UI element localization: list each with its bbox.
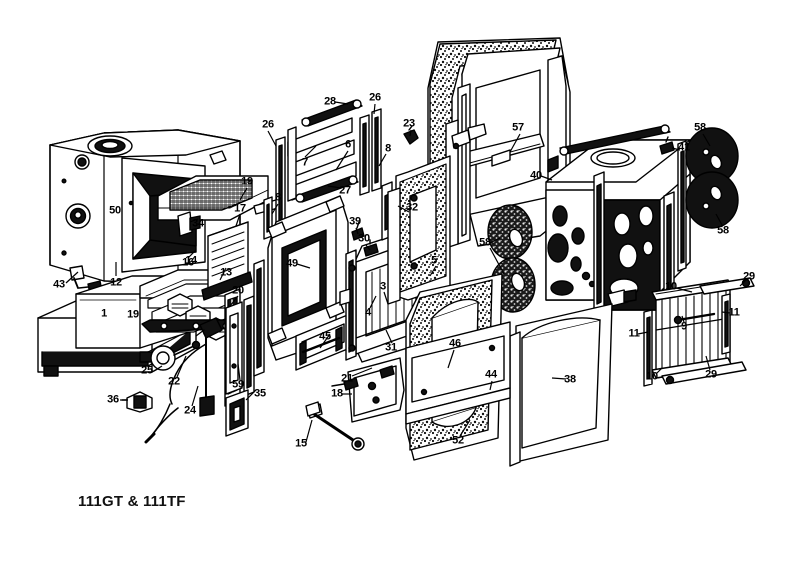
callout-30: 30: [358, 232, 370, 245]
callout-16: 16: [182, 256, 194, 269]
callout-17: 17: [234, 202, 246, 215]
callout-12: 12: [110, 276, 122, 289]
callout-24: 24: [184, 404, 196, 417]
callout-26: 26: [369, 91, 381, 104]
callout-40: 40: [530, 169, 542, 182]
part-thermostat: [150, 340, 201, 371]
callout-4: 4: [365, 306, 371, 319]
callout-10: 10: [646, 370, 658, 383]
callout-39: 39: [349, 215, 361, 228]
callout-58: 58: [694, 121, 706, 134]
callout-1: 1: [101, 307, 107, 320]
part-burner-box-59: [225, 295, 255, 397]
callout-21: 21: [341, 372, 353, 385]
part-module-35: [225, 389, 249, 437]
callout-14: 14: [185, 254, 197, 267]
callout-36: 36: [107, 393, 119, 406]
callout-29: 29: [705, 368, 717, 381]
callout-leaders: [65, 101, 747, 443]
callout-28: 28: [324, 95, 336, 108]
part-inner-cabinet-40: [545, 124, 691, 315]
callout-19: 19: [241, 175, 253, 188]
callout-38: 38: [564, 373, 576, 386]
callout-57: 57: [512, 121, 524, 134]
callout-3: 3: [380, 280, 386, 293]
callout-11: 11: [728, 306, 740, 319]
callout-34: 34: [192, 217, 204, 230]
callout-5: 5: [431, 254, 437, 267]
callout-59: 59: [232, 378, 244, 391]
callout-27: 27: [339, 184, 351, 197]
part-probe: [144, 407, 179, 444]
callout-9: 9: [681, 320, 687, 333]
callout-32: 32: [406, 201, 418, 214]
callout-6: 6: [345, 138, 351, 151]
callout-8: 8: [385, 142, 391, 155]
part-bracket-21-18: [331, 357, 405, 423]
callout-45: 45: [319, 330, 331, 343]
callout-11: 11: [628, 327, 640, 340]
callout-26: 26: [262, 118, 274, 131]
callout-41: 41: [678, 141, 690, 154]
part-door-frame-lower: [387, 155, 451, 305]
callout-8: 8: [275, 191, 281, 204]
callout-52: 52: [452, 434, 464, 447]
callout-46: 46: [449, 337, 461, 350]
callout-10: 10: [665, 280, 677, 293]
callout-35: 35: [254, 387, 266, 400]
part-plinth-52: [405, 321, 511, 425]
part-handle-15: [305, 401, 365, 451]
part-burner-caps-58: [685, 127, 739, 229]
figure-caption: 111GT & 111TF: [78, 493, 186, 510]
callout-13: 13: [220, 266, 232, 279]
callout-29: 29: [743, 270, 755, 283]
callout-43: 43: [53, 278, 65, 291]
callout-44: 44: [485, 368, 497, 381]
callout-22: 22: [168, 375, 180, 388]
callout-18: 18: [331, 387, 343, 400]
callout-58: 58: [479, 236, 491, 249]
callout-49: 49: [286, 257, 298, 270]
part-ignition-wiring: [149, 317, 223, 439]
callout-20: 20: [232, 284, 244, 297]
callout-19: 19: [127, 308, 139, 321]
callout-23: 23: [403, 117, 415, 130]
part-screw-41: [659, 136, 675, 155]
part-inner-door-frame: [253, 195, 351, 377]
callout-50: 50: [109, 204, 121, 217]
callout-31: 31: [385, 341, 397, 354]
callout-7: 7: [302, 156, 308, 169]
part-oven-door-outer-38: [509, 303, 613, 467]
part-shelf-runners: [201, 221, 253, 301]
part-front-grille: [643, 277, 755, 387]
callout-15: 15: [295, 437, 307, 450]
callout-25: 25: [141, 364, 153, 377]
callout-58: 58: [717, 224, 729, 237]
